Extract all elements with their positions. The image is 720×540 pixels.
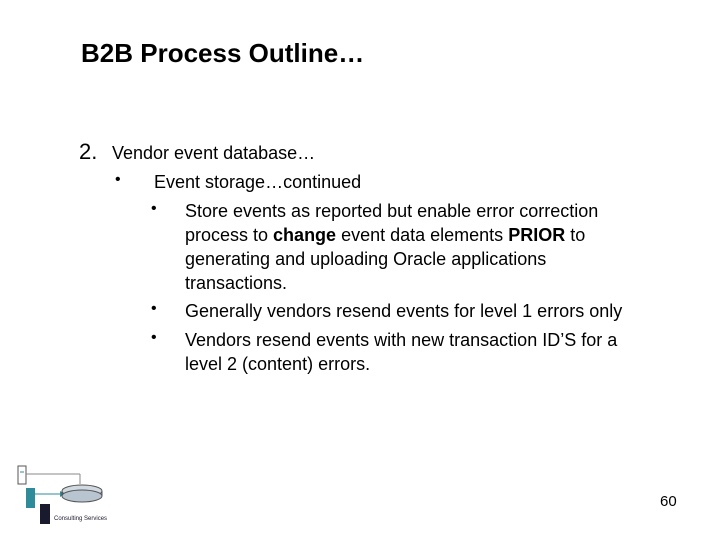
- bullet-line: Generally vendors resend events for leve…: [185, 301, 623, 321]
- emphasis: PRIOR: [508, 225, 566, 245]
- outline-number: 2.: [79, 139, 98, 164]
- bullet-line: process to change event data elements PR…: [185, 225, 586, 245]
- bullet: •: [151, 200, 157, 217]
- emphasis: change: [273, 225, 337, 245]
- bullet-line: Store events as reported but enable erro…: [185, 201, 599, 221]
- bullet-text: Generally vendors resend events for leve…: [185, 299, 685, 323]
- slide-title: B2B Process Outline…: [81, 38, 365, 68]
- bullet: •: [115, 171, 121, 188]
- logo-caption: Consulting Services: [54, 516, 107, 522]
- page-number: 60: [660, 493, 677, 510]
- flow-diagram-logo-icon: Consulting Services: [10, 464, 110, 526]
- bullet-text: Store events as reported but enable erro…: [185, 199, 685, 295]
- bullet: •: [151, 329, 157, 346]
- bullet-line: level 2 (content) errors.: [185, 354, 371, 374]
- bullet-text: Vendors resend events with new transacti…: [185, 328, 685, 376]
- bullet-line: transactions.: [185, 273, 288, 293]
- sub-heading: Event storage…continued: [154, 172, 362, 192]
- bullet-line: Vendors resend events with new transacti…: [185, 330, 618, 350]
- outline-heading: Vendor event database…: [112, 143, 316, 163]
- bullet-line: generating and uploading Oracle applicat…: [185, 249, 547, 269]
- bullet: •: [151, 300, 157, 317]
